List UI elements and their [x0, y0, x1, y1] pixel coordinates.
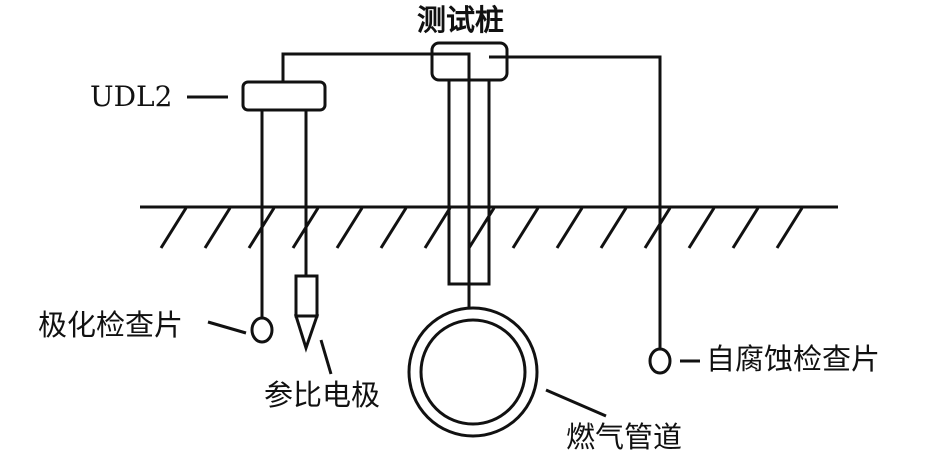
polarization-coupon-icon	[250, 316, 274, 344]
hatch-mark	[511, 207, 540, 249]
reference-electrode-icon	[294, 274, 319, 318]
gas-pipe-leader	[545, 388, 607, 418]
hatch-mark	[731, 207, 760, 249]
reference-electrode-label: 参比电极	[264, 378, 381, 412]
hatch-mark	[599, 207, 628, 249]
gas-pipe-inner-icon	[419, 318, 527, 426]
test-pile-label: 测试桩	[417, 3, 505, 37]
reference-electrode-leader	[319, 339, 333, 375]
reference-electrode-tip-icon	[293, 314, 320, 353]
hatch-mark	[775, 207, 804, 249]
free-corrosion-coupon-label: 自腐蚀检查片	[706, 342, 881, 376]
hatch-mark	[159, 207, 188, 249]
hatch-mark	[335, 207, 364, 249]
udl2-label: UDL2	[90, 80, 173, 113]
coupon-lead-wire	[489, 55, 662, 350]
pipe-lead-wire	[281, 52, 471, 308]
polarization-coupon-label: 极化检查片	[38, 308, 184, 342]
polarization-coupon-leader	[207, 320, 247, 335]
ground-hatching	[159, 207, 804, 249]
free-corrosion-coupon-icon	[648, 347, 672, 375]
gas-pipe-outer-icon	[407, 306, 539, 438]
hatch-mark	[423, 207, 452, 249]
udl2-box	[241, 80, 327, 112]
hatch-mark	[203, 207, 232, 249]
hatch-mark	[687, 207, 716, 249]
hatch-mark	[379, 207, 408, 249]
hatch-mark	[555, 207, 584, 249]
hatch-mark	[643, 207, 672, 249]
gas-pipeline-label: 燃气管道	[566, 420, 683, 454]
